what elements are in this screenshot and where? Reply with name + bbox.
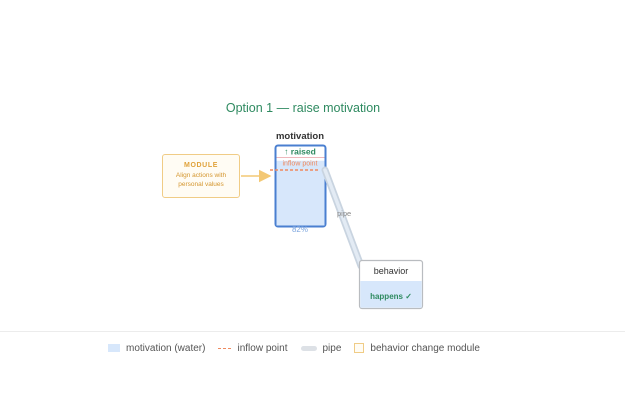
diagram-canvas: motivation ↑ raised inflow point 82% pip… [241, 131, 424, 310]
pipe-swatch-icon [300, 345, 317, 351]
module-line-1: Align actions with [175, 172, 227, 179]
module-line-2: personal values [178, 180, 224, 188]
legend-label: inflow point [237, 342, 288, 354]
motivation-level-label: 82% [292, 225, 308, 234]
legend-item-inflow: inflow point [218, 342, 288, 354]
legend-divider [0, 331, 625, 332]
pipe-label: pipe [337, 209, 351, 218]
water-swatch-icon [108, 344, 120, 352]
legend-label: behavior change module [370, 342, 480, 354]
motivation-tank: ↑ raised inflow point [270, 144, 327, 228]
module-swatch-icon [354, 343, 365, 353]
legend-item-module: behavior change module [354, 343, 480, 354]
behavior-status: happens ✓ [370, 292, 412, 301]
behavior-tank: behavior happens ✓ [358, 259, 424, 310]
legend-item-water: motivation (water) [108, 343, 205, 354]
pipe [321, 166, 365, 270]
legend: motivation (water) inflow point pipe beh… [108, 340, 493, 356]
legend-label: pipe [322, 342, 342, 354]
motivation-tank-label: motivation [276, 131, 324, 142]
behavior-change-module: MODULE Align actions with personal value… [162, 154, 240, 198]
behavior-water [360, 281, 422, 308]
motivation-status: ↑ raised [284, 147, 316, 157]
motivation-water [276, 160, 325, 226]
inflow-point-label: inflow point [282, 161, 317, 168]
legend-item-pipe: pipe [300, 342, 342, 354]
module-description: Align actions with personal values [163, 172, 239, 190]
dashed-line-icon [218, 347, 232, 349]
behavior-tank-label: behavior [374, 266, 409, 276]
module-heading: MODULE [184, 162, 218, 169]
page-title: Option 1 — raise motivation [225, 101, 381, 115]
legend-label: motivation (water) [126, 342, 206, 354]
